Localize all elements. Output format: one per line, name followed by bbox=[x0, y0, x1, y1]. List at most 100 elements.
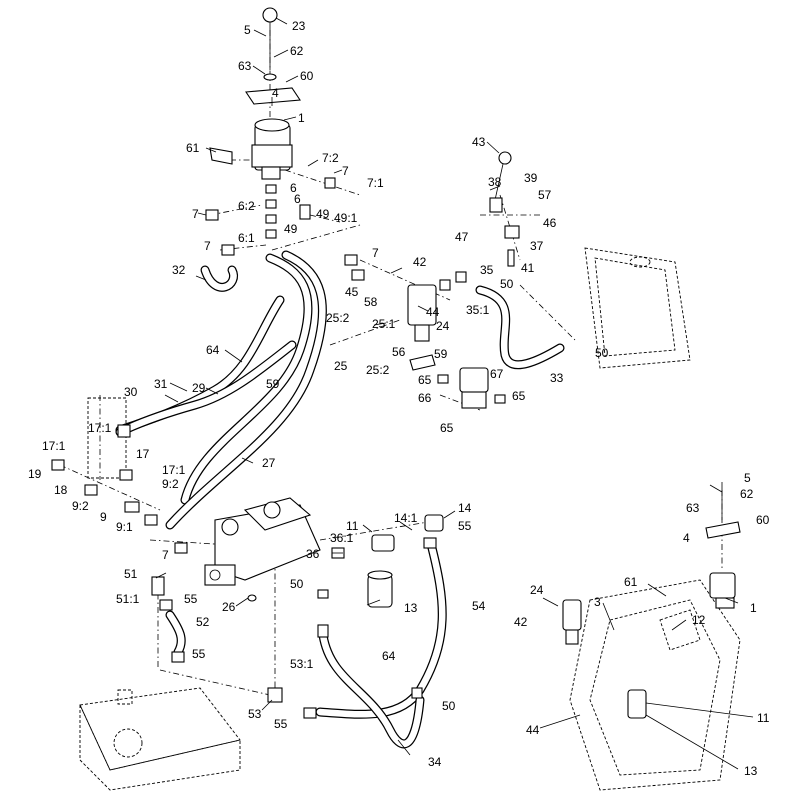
callout-49-lower: 49 bbox=[284, 222, 298, 236]
callout-18: 18 bbox=[54, 483, 68, 497]
hydraulic-tank-outline bbox=[79, 576, 423, 791]
callout-labels: 23 5 62 63 60 4 1 61 7:2 7 7:1 6:2 6 6 7… bbox=[28, 19, 770, 778]
callout-56: 56 bbox=[392, 345, 406, 359]
callout-55-tank-mid: 55 bbox=[192, 647, 206, 661]
callout-61-top: 61 bbox=[186, 141, 200, 155]
callout-65-upper: 65 bbox=[418, 373, 432, 387]
callout-59-right: 59 bbox=[434, 347, 448, 361]
callout-51: 51 bbox=[124, 567, 138, 581]
callout-35: 35 bbox=[480, 263, 494, 277]
callout-1-inset: 1 bbox=[750, 601, 757, 615]
callout-5-inset: 5 bbox=[744, 471, 751, 485]
callout-41: 41 bbox=[521, 261, 535, 275]
callout-25-1: 25:1 bbox=[372, 317, 396, 331]
callout-62-top: 62 bbox=[290, 44, 304, 58]
control-valve-assembly bbox=[205, 7, 336, 256]
callout-32: 32 bbox=[172, 263, 186, 277]
callout-7-2: 7:2 bbox=[322, 151, 339, 165]
callout-7-right: 7 bbox=[342, 164, 349, 178]
filter-assembly bbox=[317, 514, 444, 638]
callout-66: 66 bbox=[418, 391, 432, 405]
callout-54: 54 bbox=[472, 599, 486, 613]
callout-31: 31 bbox=[154, 377, 168, 391]
callout-55-tank-upper: 55 bbox=[184, 592, 198, 606]
callout-14-1: 14:1 bbox=[394, 511, 418, 525]
center-lines bbox=[59, 30, 723, 696]
callout-55-bottom: 55 bbox=[274, 717, 288, 731]
callout-9-2-left: 9:2 bbox=[72, 499, 89, 513]
radiator-outline bbox=[584, 247, 691, 369]
callout-25-2-upper: 25:2 bbox=[326, 311, 350, 325]
callout-12-inset: 12 bbox=[692, 613, 706, 627]
auxiliary-valve bbox=[344, 254, 467, 371]
callout-5-top: 5 bbox=[244, 23, 251, 37]
callout-60-inset: 60 bbox=[756, 513, 770, 527]
callout-37: 37 bbox=[530, 239, 544, 253]
callout-26: 26 bbox=[222, 600, 236, 614]
callout-7-lower-left: 7 bbox=[204, 239, 211, 253]
callout-53-1: 53:1 bbox=[290, 657, 314, 671]
callout-45: 45 bbox=[345, 285, 359, 299]
callout-24-inset: 24 bbox=[530, 583, 544, 597]
callout-4-top: 4 bbox=[272, 86, 279, 100]
callout-7-pump: 7 bbox=[162, 548, 169, 562]
callout-60-top: 60 bbox=[300, 69, 314, 83]
callout-57: 57 bbox=[538, 188, 552, 202]
callout-44-inset: 44 bbox=[526, 723, 540, 737]
callout-64-upper: 64 bbox=[206, 343, 220, 357]
callout-13-filter: 13 bbox=[404, 601, 418, 615]
callout-36-1: 36:1 bbox=[330, 531, 354, 545]
hoses bbox=[115, 250, 565, 749]
callout-34: 34 bbox=[428, 755, 442, 769]
callout-46: 46 bbox=[543, 216, 557, 230]
callout-7-left: 7 bbox=[192, 207, 199, 221]
callout-7-mid: 7 bbox=[372, 246, 379, 260]
callout-27: 27 bbox=[262, 456, 276, 470]
callout-17: 17 bbox=[136, 447, 150, 461]
callout-58: 58 bbox=[364, 295, 378, 309]
callout-25: 25 bbox=[334, 359, 348, 373]
callout-65-right: 65 bbox=[512, 389, 526, 403]
callout-44-top: 44 bbox=[426, 305, 440, 319]
callout-36: 36 bbox=[306, 547, 320, 561]
callout-50-radiator: 50 bbox=[595, 346, 609, 360]
callout-51-1: 51:1 bbox=[116, 592, 140, 606]
callout-42-top: 42 bbox=[413, 255, 427, 269]
callout-6-side: 6 bbox=[294, 192, 301, 206]
solenoid-valve bbox=[437, 367, 506, 409]
left-fittings bbox=[51, 397, 158, 526]
callout-11-inset: 11 bbox=[757, 711, 770, 725]
callout-1-top: 1 bbox=[298, 111, 305, 125]
callout-7-1: 7:1 bbox=[367, 176, 384, 190]
callout-9: 9 bbox=[100, 510, 107, 524]
inset-location-view bbox=[562, 482, 741, 791]
callout-29: 29 bbox=[192, 381, 206, 395]
callout-39: 39 bbox=[524, 171, 538, 185]
callout-9-2-right: 9:2 bbox=[162, 477, 179, 491]
callout-17-1-right: 17:1 bbox=[162, 463, 186, 477]
callout-25-2-lower: 25:2 bbox=[366, 363, 390, 377]
callout-3-inset: 3 bbox=[594, 595, 601, 609]
callout-50-mid: 50 bbox=[290, 577, 304, 591]
callout-52: 52 bbox=[196, 615, 210, 629]
callout-61-inset: 61 bbox=[624, 575, 638, 589]
callout-6-1: 6:1 bbox=[238, 231, 255, 245]
callout-42-inset: 42 bbox=[514, 615, 528, 629]
callout-47: 47 bbox=[455, 230, 469, 244]
callout-64-lower: 64 bbox=[382, 649, 396, 663]
callout-30: 30 bbox=[124, 385, 138, 399]
leader-lines bbox=[155, 17, 754, 770]
callout-50-bottom: 50 bbox=[442, 699, 456, 713]
callout-33: 33 bbox=[550, 371, 564, 385]
callout-63-inset: 63 bbox=[686, 501, 700, 515]
callout-9-1: 9:1 bbox=[116, 520, 133, 534]
callout-23: 23 bbox=[292, 19, 306, 33]
hydraulic-pump bbox=[174, 497, 321, 602]
callout-4-inset: 4 bbox=[683, 531, 690, 545]
callout-19: 19 bbox=[28, 467, 42, 481]
callout-50-right-top: 50 bbox=[500, 277, 514, 291]
callout-11-filter: 11 bbox=[346, 519, 359, 533]
callout-62-inset: 62 bbox=[740, 487, 754, 501]
